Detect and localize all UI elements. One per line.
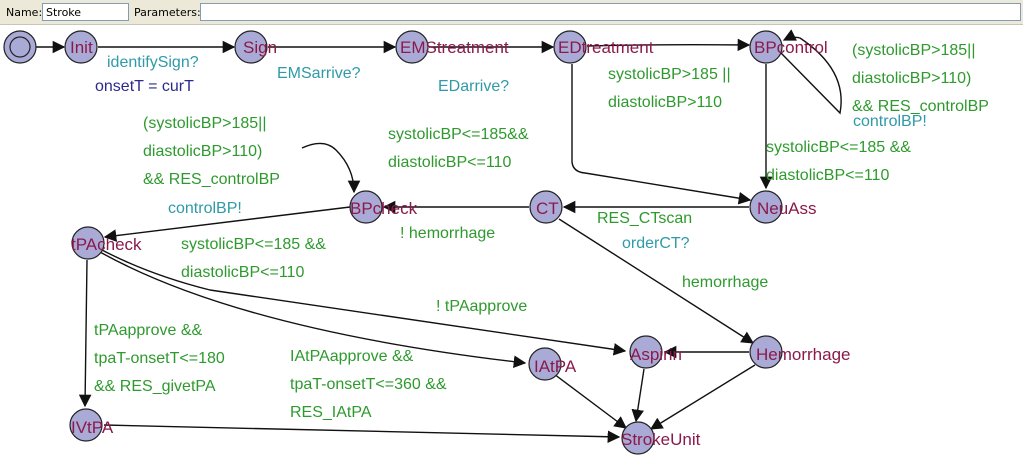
name-field[interactable] xyxy=(42,3,129,21)
edge-ed-neuass[interactable] xyxy=(571,64,752,205)
label-tpa-iv-3: && RES_givetPA xyxy=(94,378,216,395)
label-ed-guard-1: systolicBP>185 || xyxy=(608,66,731,83)
location-name-ems: EMStreatment xyxy=(400,38,509,57)
edge-iatpa-strokeunit[interactable] xyxy=(553,373,628,429)
label-ed-neu-2: diastolicBP<=110 xyxy=(388,154,511,171)
automaton-diagram: Init Sign EMStreatment EDtreatment BPcon… xyxy=(3,29,989,455)
template-header: Name: Parameters: xyxy=(0,0,1023,25)
edge-tpacheck-ivtpa[interactable] xyxy=(78,259,92,408)
location-name-iatpa: IAtPA xyxy=(534,357,577,376)
label-ed-guard-2: diastolicBP>110 xyxy=(608,94,722,111)
label-ed-neu-1: systolicBP<=185&& xyxy=(388,126,529,143)
location-init[interactable] xyxy=(64,30,98,64)
location-name-tpacheck: tPAcheck xyxy=(71,235,142,254)
label-identify-assign: onsetT = curT xyxy=(95,78,194,95)
label-loop-bpcheck-1: (systolicBP>185|| xyxy=(143,115,266,132)
location-ems[interactable] xyxy=(395,30,429,64)
edge-loop-bpcheck[interactable] xyxy=(301,142,361,194)
location-ivtpa[interactable] xyxy=(69,408,103,442)
edge-ed-bpcontrol[interactable] xyxy=(586,38,751,52)
location-name-bpcheck: BPcheck xyxy=(350,199,418,218)
edge-labels: identifySign? onsetT = curT EMSarrive? E… xyxy=(94,42,989,421)
location-names: Init Sign EMStreatment EDtreatment BPcon… xyxy=(70,38,851,449)
label-bpcontrol-neu-2: diastolicBP<=110 xyxy=(766,167,889,184)
location-strokeunit[interactable] xyxy=(621,421,655,455)
location-ed[interactable] xyxy=(553,30,587,64)
name-label: Name: xyxy=(6,6,43,19)
location-aspirin[interactable] xyxy=(629,335,663,369)
label-tpa-iv-1: tPAapprove && xyxy=(94,322,203,339)
edge-tpacheck-aspirin[interactable] xyxy=(101,249,627,356)
edge-loop-bpcontrol[interactable] xyxy=(780,29,842,115)
edge-ct-hemorrhage[interactable] xyxy=(558,218,755,344)
location-neuass[interactable] xyxy=(749,190,783,224)
label-ct-hem-guard: hemorrhage xyxy=(682,274,768,291)
edges xyxy=(36,29,842,444)
label-tpa-iv-2: tpaT-onsetT<=180 xyxy=(94,350,225,367)
label-loop-bpcontrol-2: diastolicBP>110) xyxy=(852,70,971,87)
label-loop-bpcheck-2: diastolicBP>110) xyxy=(143,143,262,160)
edge-aspirin-strokeunit[interactable] xyxy=(631,368,645,423)
parameters-label: Parameters: xyxy=(134,6,201,19)
parameters-field[interactable] xyxy=(200,3,1021,21)
location-name-neuass: NeuAss xyxy=(757,199,817,218)
label-loop-bpcheck-3: && RES_controlBP xyxy=(143,171,280,188)
edge-tpacheck-iatpa[interactable] xyxy=(99,251,527,368)
label-neu-ct-sync: orderCT? xyxy=(622,235,690,252)
label-tpa-ia-2: tpaT-onsetT<=360 && xyxy=(290,376,447,393)
location-sign[interactable] xyxy=(234,30,268,64)
location-name-ivtpa: IVtPA xyxy=(71,418,114,437)
label-tpa-ia-3: RES_IAtPA xyxy=(290,404,372,421)
label-neu-ct-guard: RES_CTscan xyxy=(597,210,692,227)
location-ct[interactable] xyxy=(529,190,563,224)
label-loop-bpcontrol-1: (systolicBP>185|| xyxy=(852,42,975,59)
edge-bpcheck-tpacheck[interactable] xyxy=(103,206,351,242)
edge-ivtpa-strokeunit[interactable] xyxy=(103,424,621,444)
location-bpcheck[interactable] xyxy=(349,190,383,224)
label-bpcheck-tpa-2: diastolicBP<=110 xyxy=(181,264,304,281)
label-ems-sync: EMSarrive? xyxy=(277,65,361,82)
label-ed-sync: EDarrive? xyxy=(438,78,509,95)
label-tpa-aspirin-guard: ! tPAapprove xyxy=(436,298,527,315)
label-loop-bpcontrol-sync: controlBP! xyxy=(853,113,927,130)
label-bpcheck-tpa-1: systolicBP<=185 && xyxy=(181,236,326,253)
location-name-ed: EDtreatment xyxy=(558,38,654,57)
location-tpacheck[interactable] xyxy=(71,226,105,260)
initial-location[interactable] xyxy=(3,30,37,64)
location-hemorrhage[interactable] xyxy=(749,335,783,369)
label-tpa-ia-1: IAtPAapprove && xyxy=(290,348,414,365)
label-loop-bpcontrol-3: && RES_controlBP xyxy=(852,98,989,115)
location-name-ct: CT xyxy=(536,199,559,218)
label-identify-sync: identifySign? xyxy=(107,54,199,71)
edge-hemorrhage-strokeunit[interactable] xyxy=(649,364,756,430)
location-name-aspirin: Aspirin xyxy=(630,345,682,364)
location-iatpa[interactable] xyxy=(528,347,562,381)
label-ct-bpcheck-guard: ! hemorrhage xyxy=(400,225,495,242)
locations xyxy=(3,30,783,455)
label-loop-bpcheck-sync: controlBP! xyxy=(168,200,242,217)
label-bpcontrol-neu-1: systolicBP<=185 && xyxy=(766,139,911,156)
location-name-hemorrhage: Hemorrhage xyxy=(756,345,851,364)
location-name-strokeunit: StrokeUnit xyxy=(621,430,701,449)
location-name-bpcontrol: BPcontrol xyxy=(754,38,828,57)
location-bpcontrol[interactable] xyxy=(749,30,783,64)
location-name-init: Init xyxy=(70,38,93,57)
location-name-sign: Sign xyxy=(243,38,277,57)
